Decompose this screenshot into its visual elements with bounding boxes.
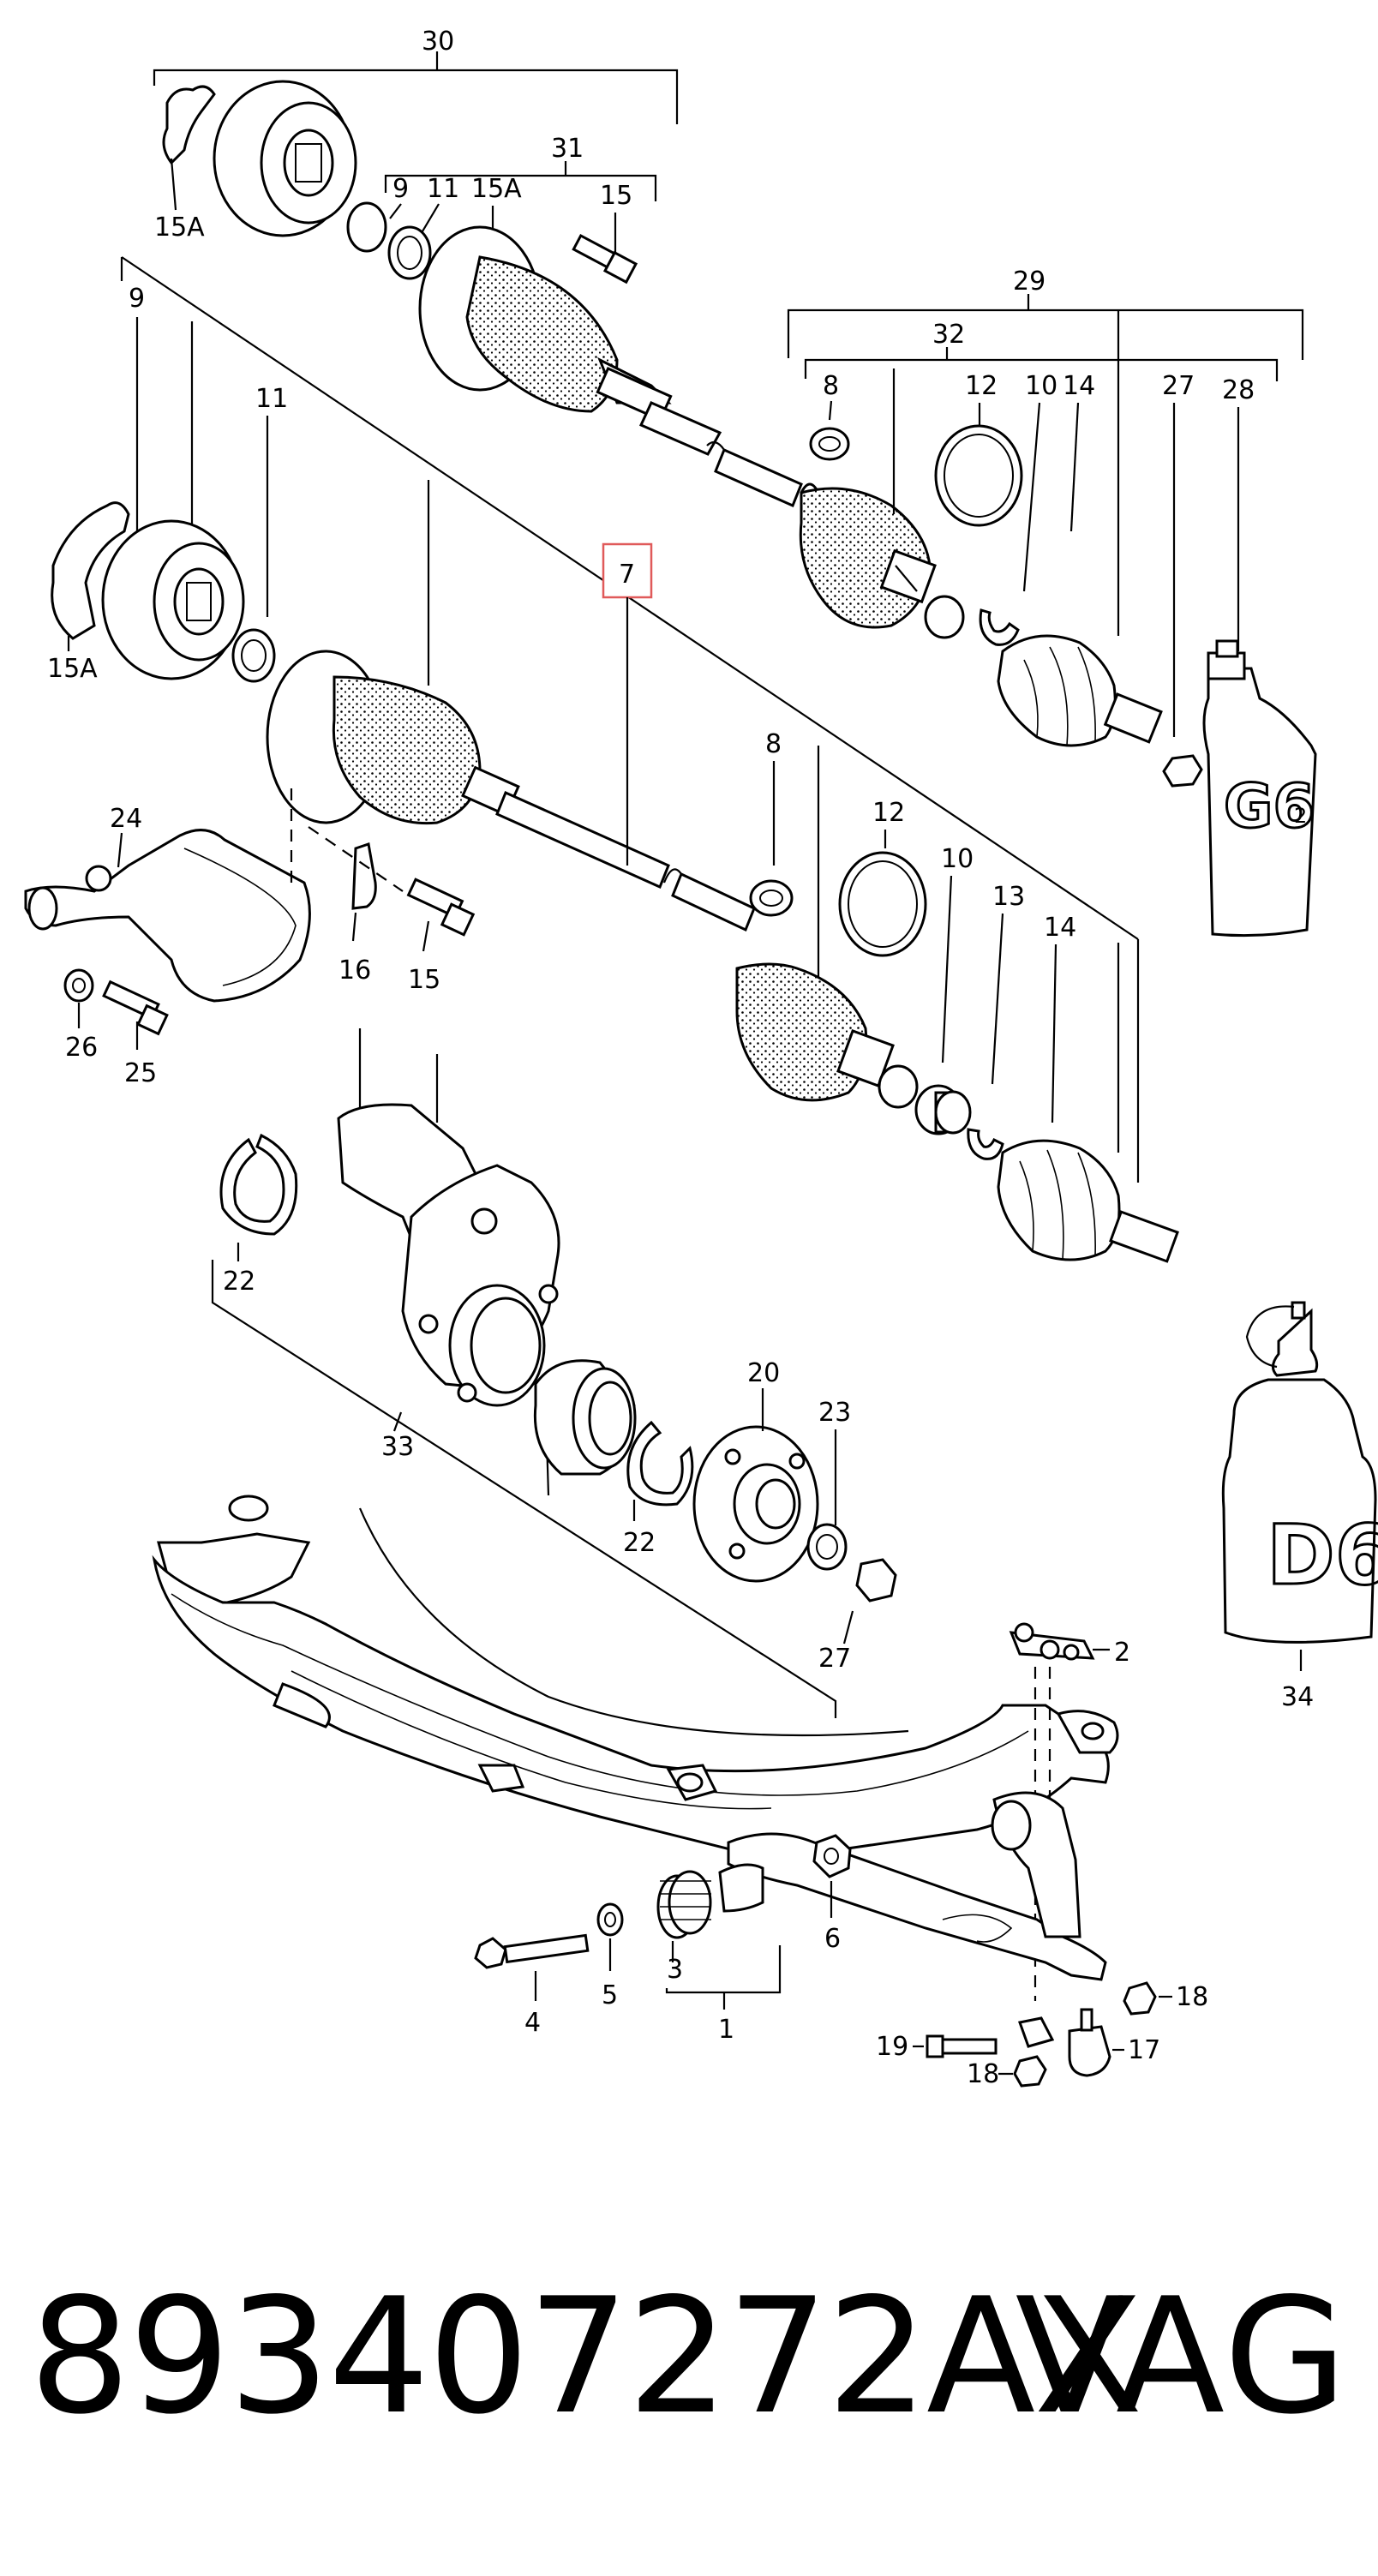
- callout-1: 1: [718, 2015, 734, 2045]
- callout-26: 26: [65, 1033, 98, 1063]
- hub-bearing-group: 22 33 22 20 23 27: [211, 1028, 897, 1718]
- callout-8-mid: 8: [765, 729, 782, 759]
- callout-6: 6: [824, 1924, 841, 1954]
- upper-driveshaft-group: 30 15A 31 9 11 15A 15: [153, 27, 1317, 938]
- callout-14-mid: 14: [1044, 913, 1076, 943]
- gasket-ring-15a-top: [162, 85, 216, 165]
- callout-7: 7: [619, 560, 635, 590]
- callout-14-top: 14: [1063, 371, 1095, 401]
- callout-18-left: 18: [967, 2059, 999, 2089]
- cv-joint-outer-mid: [997, 1139, 1121, 1261]
- callout-28: 28: [1222, 375, 1255, 405]
- callout-15a-3: 15A: [47, 654, 98, 684]
- callout-12-top: 12: [965, 371, 998, 401]
- callout-10-top: 10: [1025, 371, 1057, 401]
- callout-18-right: 18: [1176, 1982, 1208, 2012]
- cv-joint-outer-top: [997, 634, 1117, 747]
- callout-11-mid: 11: [255, 384, 288, 414]
- callout-3: 3: [667, 1955, 683, 1985]
- ball-joint-17: [1068, 2025, 1111, 2077]
- nut-18-left: [1013, 2055, 1047, 2088]
- part-number: 893407272AX: [29, 2263, 1143, 2449]
- gasket-ring-15a-mid: [51, 501, 130, 640]
- callout-20: 20: [747, 1358, 780, 1388]
- callout-15-top: 15: [600, 181, 632, 211]
- subframe-group: 2 6 4 5 3 1 18: [152, 1495, 1208, 2089]
- callout-33: 33: [381, 1432, 414, 1462]
- callout-12-mid: 12: [872, 798, 905, 828]
- bolt-15-top: [572, 233, 638, 285]
- left-bracket-group: 24 16 15 26 25: [24, 788, 476, 1088]
- callout-15-left: 15: [408, 965, 440, 995]
- callout-19: 19: [876, 2032, 908, 2062]
- footer: 893407272AX VAG: [0, 2262, 1378, 2451]
- callout-22-left: 22: [223, 1267, 255, 1297]
- callout-31: 31: [551, 134, 584, 164]
- callout-13: 13: [992, 882, 1025, 912]
- grease-tube-g6: G6 2: [1202, 639, 1317, 938]
- callout-7-highlight: [602, 542, 653, 599]
- callout-27-mid: 27: [818, 1644, 851, 1674]
- nut-18-right: [1123, 1981, 1157, 2016]
- brand-name: VAG: [1015, 2263, 1349, 2449]
- cv-boot-outer-mid: [735, 962, 868, 1102]
- callout-2: 2: [1114, 1638, 1130, 1668]
- circlip-22-right: [626, 1420, 694, 1507]
- callout-9-top: 9: [392, 174, 409, 204]
- callout-17: 17: [1128, 2035, 1160, 2065]
- heat-shield-24: [24, 829, 311, 1003]
- grease-tube-label: G6: [1224, 771, 1315, 842]
- callout-25: 25: [124, 1058, 157, 1088]
- bottle-label: D6: [1267, 1507, 1378, 1603]
- clip-16: [351, 842, 377, 910]
- nut-27: [855, 1558, 897, 1603]
- callout-16: 16: [339, 956, 371, 985]
- grease-tube-sublabel: 2: [1294, 804, 1307, 828]
- callout-23: 23: [818, 1398, 851, 1428]
- callout-30: 30: [422, 27, 454, 57]
- axle-shaft-mid: [495, 790, 670, 890]
- callout-8-top: 8: [823, 371, 839, 401]
- callout-4: 4: [524, 2008, 541, 2038]
- lubricant-bottle-d6: D6 34: [1221, 1301, 1378, 1712]
- callout-11-top: 11: [427, 174, 459, 204]
- exploded-parts-diagram: 30 15A 31 9 11 15A 15: [24, 27, 1378, 2089]
- main-driveshaft-group: 9 11 15A 7 8 12 10: [47, 256, 1179, 1263]
- callout-34: 34: [1281, 1682, 1314, 1712]
- circlip-22-left: [219, 1133, 298, 1236]
- callout-10-mid: 10: [941, 844, 974, 874]
- callout-15a-2: 15A: [471, 174, 522, 204]
- callout-9-mid: 9: [129, 284, 145, 314]
- callout-22-right: 22: [623, 1528, 656, 1558]
- callout-15a-1: 15A: [154, 213, 205, 243]
- callout-32: 32: [932, 320, 965, 350]
- callout-5: 5: [602, 1980, 618, 2010]
- cv-boot-inner-mid: [332, 675, 482, 825]
- callout-24: 24: [110, 804, 142, 834]
- callout-27-top: 27: [1162, 371, 1195, 401]
- callout-29: 29: [1013, 267, 1045, 297]
